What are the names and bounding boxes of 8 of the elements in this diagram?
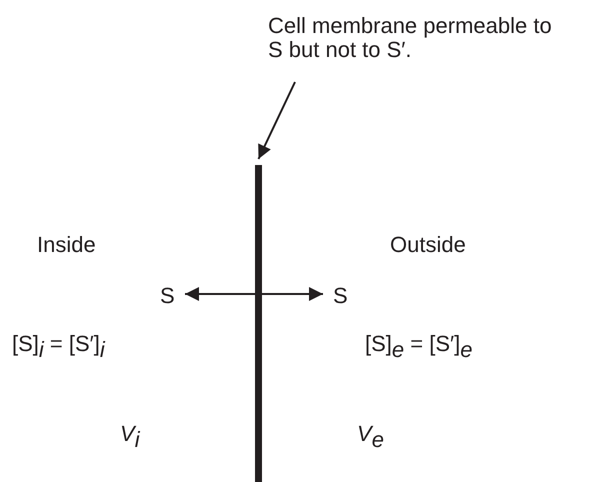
arrow [185, 287, 323, 301]
callout-text: Cell membrane permeable to S but not to S′. [268, 14, 568, 62]
solute-label: S [160, 284, 175, 308]
membrane-bar [255, 165, 262, 482]
solute-label: S [333, 284, 348, 308]
region-label: Inside [37, 233, 96, 257]
region-label: Outside [390, 233, 466, 257]
leader-arrow [258, 82, 296, 160]
